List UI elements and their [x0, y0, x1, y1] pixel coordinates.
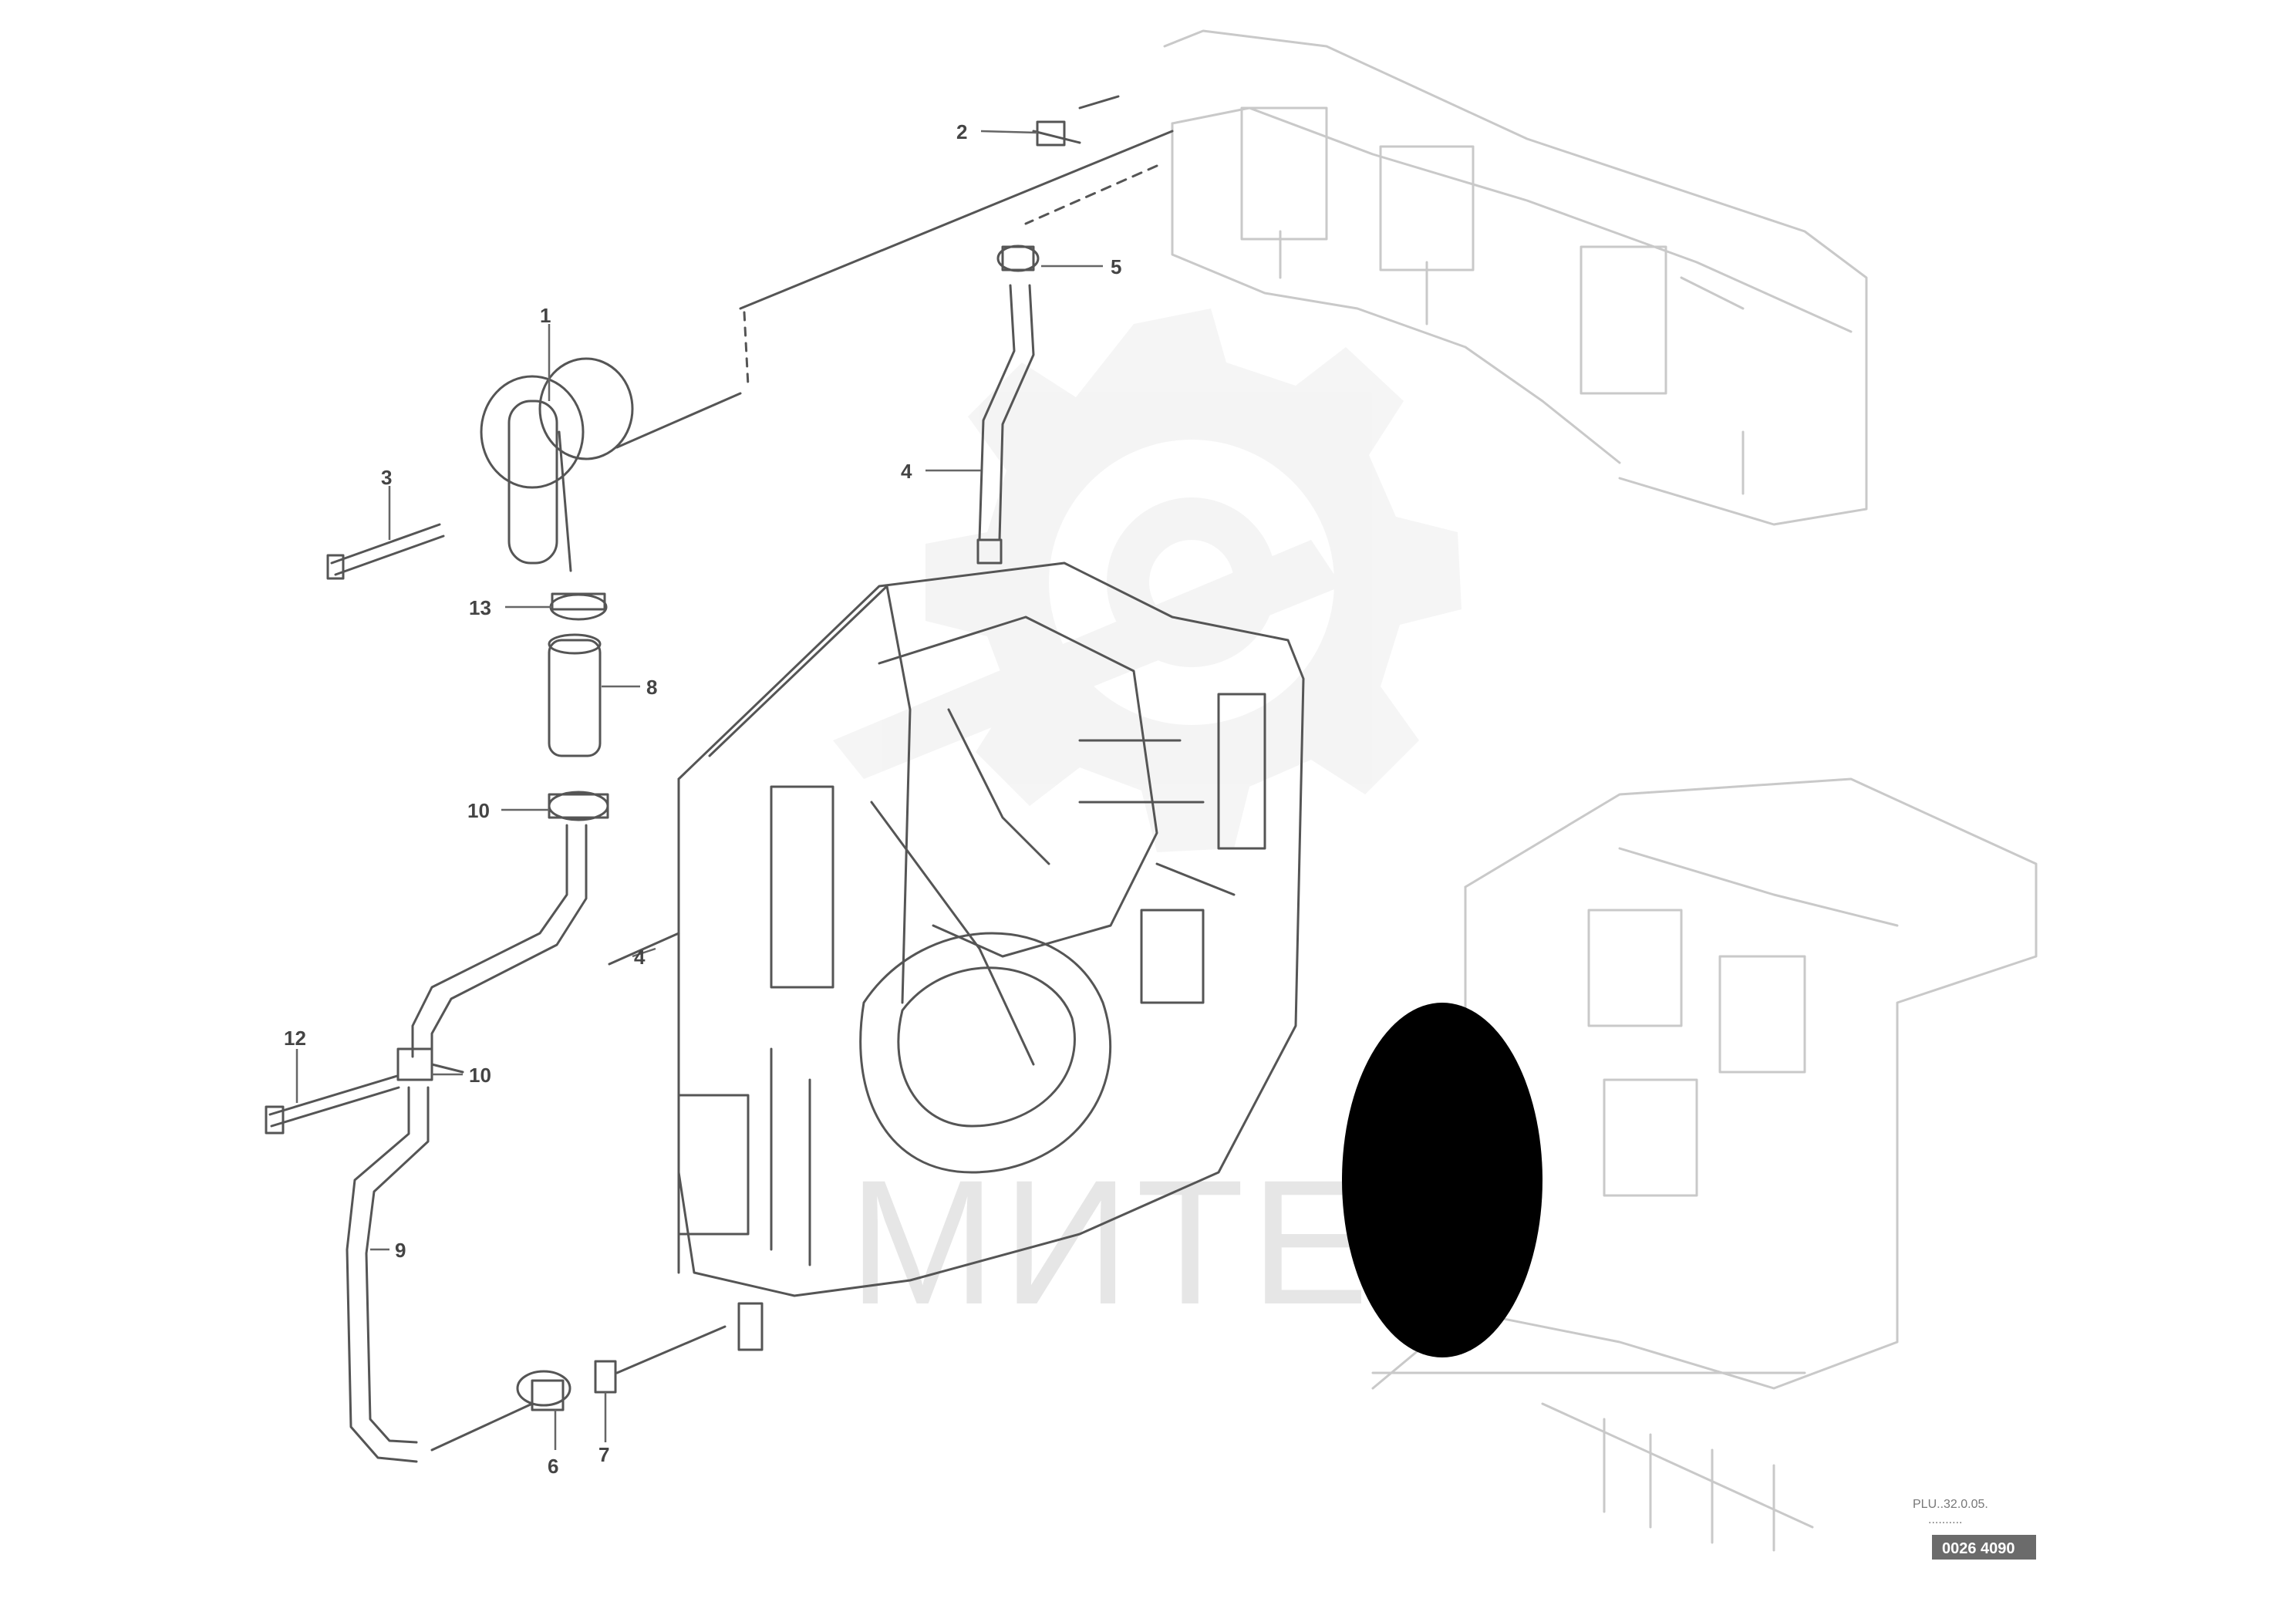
- callout-12: 12: [284, 1027, 306, 1050]
- callout-6: 6: [548, 1455, 558, 1478]
- watermark-gear-icon: [833, 309, 1462, 852]
- tee-fitting-part-10: [396, 1047, 464, 1081]
- callout-labels: 2 5 4 1 3 13 8 10 4 12 10 9 6 7: [284, 120, 1121, 1478]
- top-connector-part-5: [996, 244, 1040, 272]
- engine-block-background: [1163, 29, 2038, 1552]
- bolt-part-12: [265, 1074, 400, 1135]
- callout-4-middle: 4: [634, 946, 646, 969]
- callout-13: 13: [469, 596, 491, 619]
- bottom-fitting-part-6: [516, 1370, 571, 1411]
- bottom-fitting-part-7: [594, 1302, 764, 1394]
- upper-clamp-part-13: [549, 592, 608, 621]
- lower-clamp-part-10: [548, 791, 609, 821]
- reference-block: PLU..32.0.05. .......... 0026 4090: [1913, 1498, 2036, 1560]
- bolt-part-3: [326, 523, 445, 580]
- engine-front-cover: [677, 561, 1305, 1297]
- reference-box: [1932, 1535, 2036, 1560]
- callout-10-tee: 10: [469, 1064, 491, 1087]
- callout-3: 3: [381, 466, 392, 489]
- reference-subcode: ..........: [1928, 1513, 1962, 1526]
- upper-pipe-part-4: [976, 284, 1035, 565]
- reference-code: PLU..32.0.05.: [1913, 1498, 1988, 1511]
- callout-2: 2: [956, 120, 967, 143]
- callout-4-top: 4: [901, 460, 912, 483]
- filter-part-8: [548, 633, 602, 757]
- bolt-part-2: [1032, 95, 1120, 147]
- long-pipe-run: [615, 130, 1174, 449]
- middle-hose-part-4: [411, 824, 680, 1058]
- leader-lines: [295, 130, 1103, 1450]
- lower-hose-part-9: [346, 1086, 534, 1463]
- callout-7: 7: [598, 1443, 609, 1466]
- reference-box-text: 0026 4090: [1942, 1540, 2015, 1557]
- callout-1: 1: [540, 304, 551, 327]
- bracket-part-1: [480, 357, 634, 572]
- callout-9: 9: [395, 1239, 406, 1262]
- callout-8: 8: [646, 676, 657, 699]
- callout-10-upper: 10: [467, 799, 490, 822]
- callout-5: 5: [1111, 255, 1121, 278]
